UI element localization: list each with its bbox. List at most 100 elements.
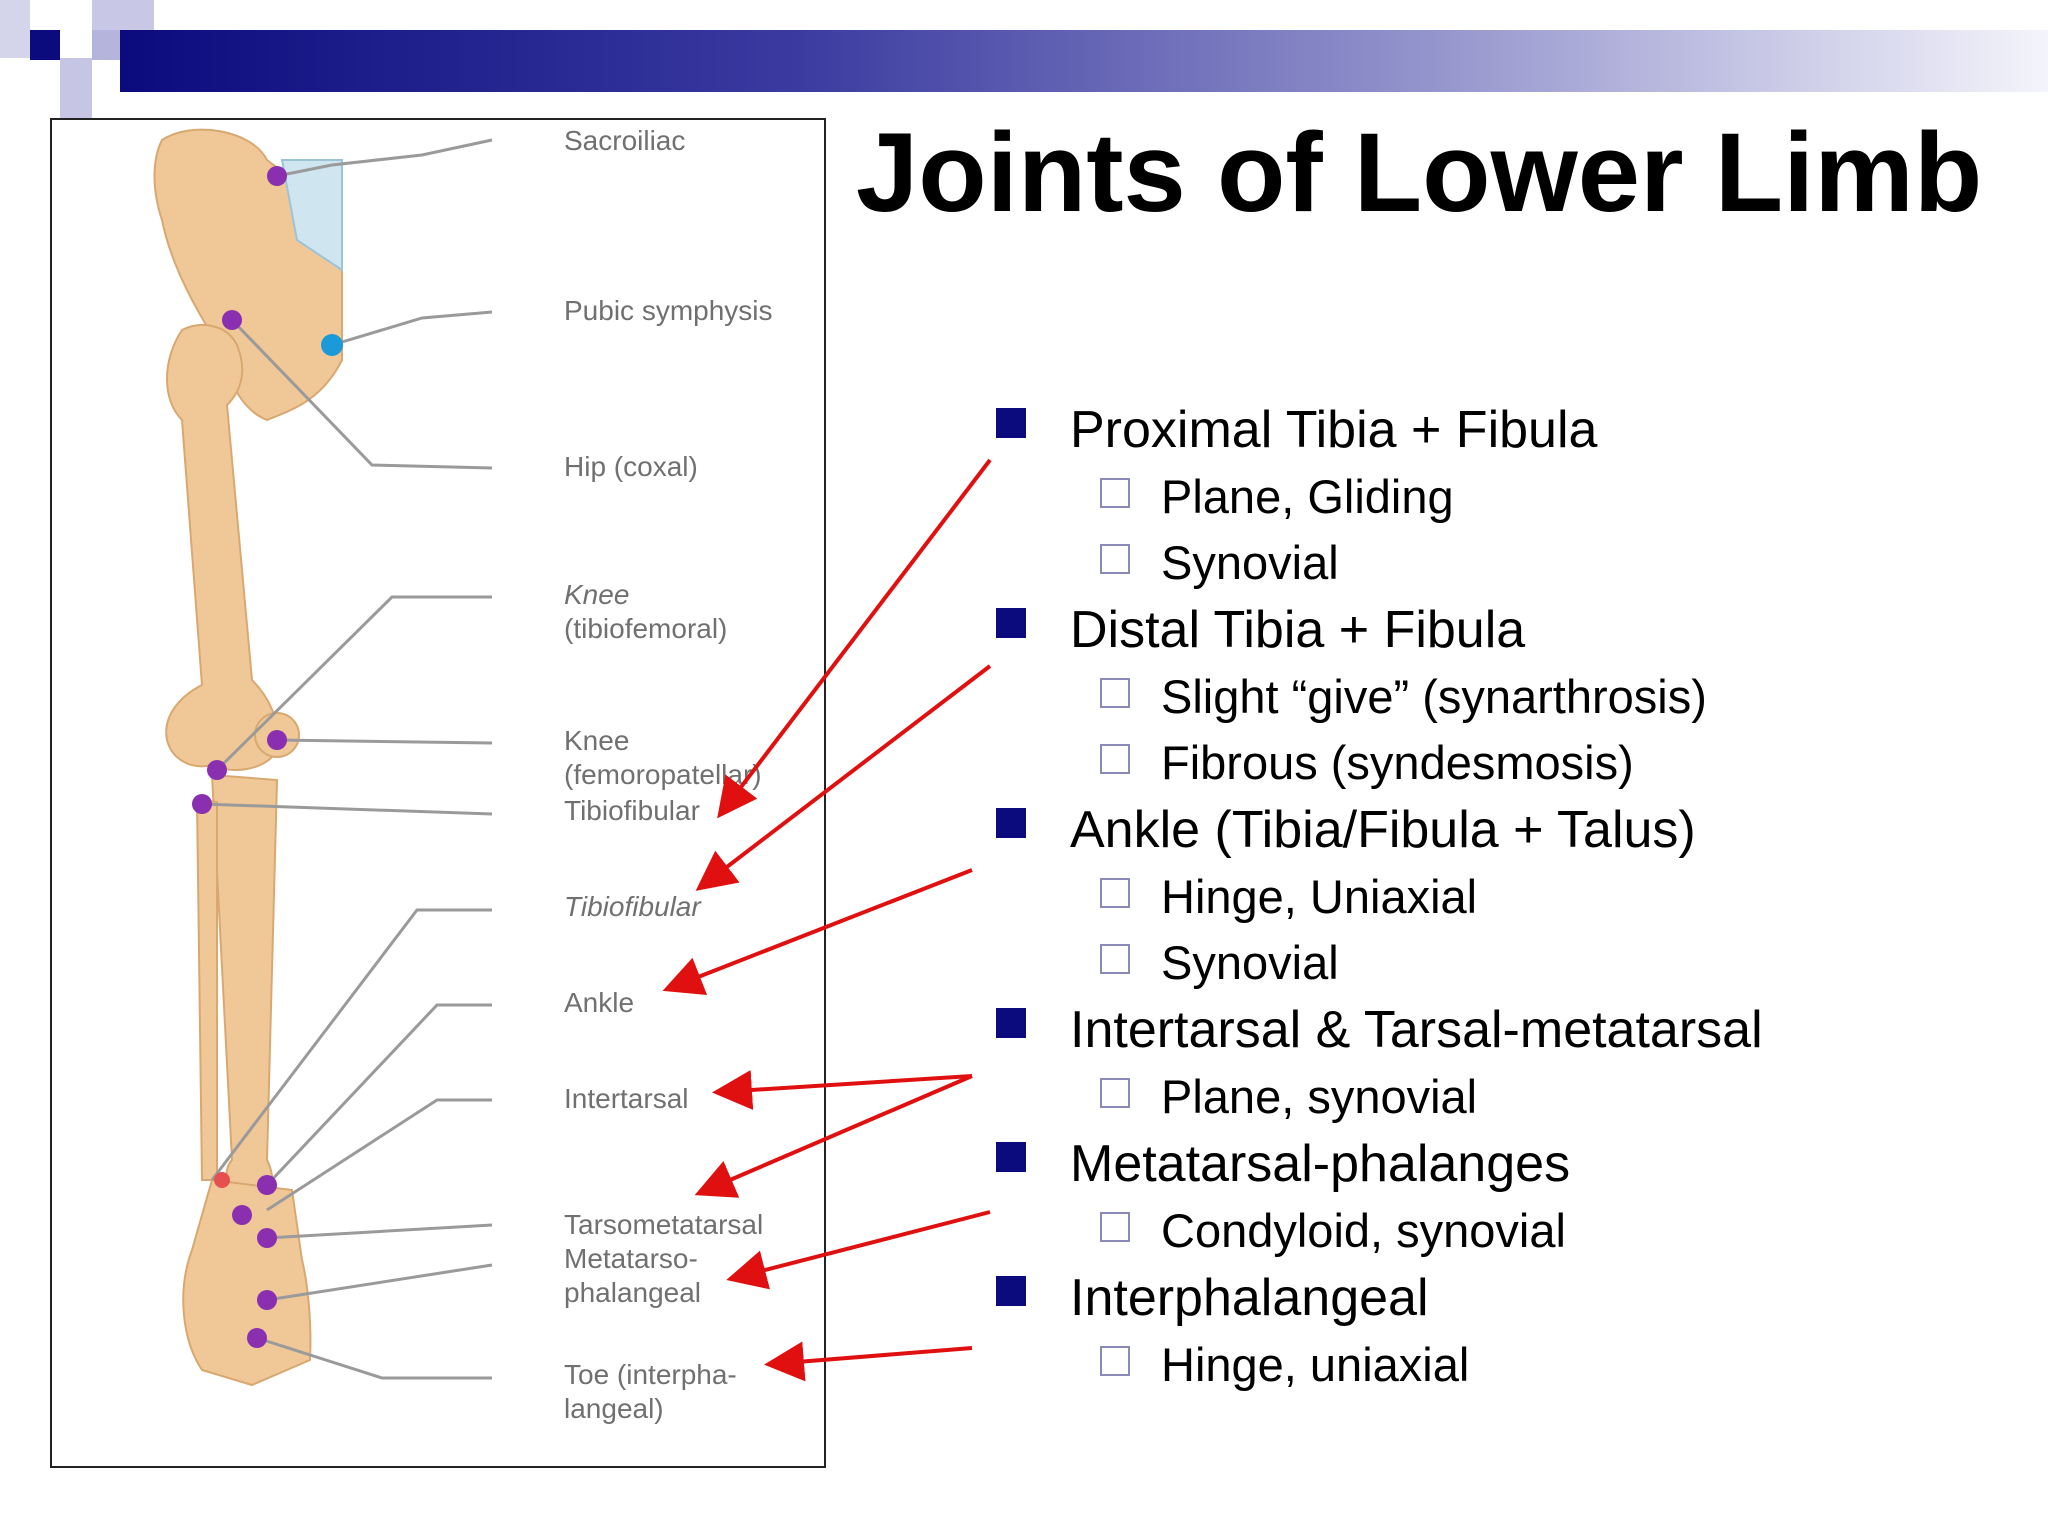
label-knee-tibiofemoral-sub: (tibiofemoral) <box>564 613 727 644</box>
leader-knee-femoropatellar <box>276 738 493 745</box>
label-knee-femoropatellar: Knee <box>564 725 629 756</box>
sub-bullet-text: Plane, synovial <box>1161 1070 1478 1123</box>
sub-bullet-item: Slight “give” (synarthrosis) <box>996 664 2036 730</box>
hollow-square-icon <box>1100 1078 1130 1108</box>
hollow-square-icon <box>1100 478 1130 508</box>
bullet-item: Interphalangeal <box>996 1264 2036 1332</box>
joint-dot-tibiofibular-distal <box>214 1172 230 1188</box>
sub-bullet-item: Hinge, uniaxial <box>996 1332 2036 1398</box>
bullet-square-icon <box>996 1142 1026 1172</box>
femur-bone <box>165 324 279 771</box>
leader-tarsometatarsal <box>266 1223 493 1240</box>
header-decor-square-light3 <box>92 30 122 60</box>
hollow-square-icon <box>1100 1346 1130 1376</box>
bullet-text: Ankle (Tibia/Fibula + Talus) <box>1070 801 1696 859</box>
bullet-item: Distal Tibia + Fibula <box>996 596 2036 664</box>
bullet-item: Intertarsal & Tarsal-metatarsal <box>996 996 2036 1064</box>
label-knee-femoropatellar-sub: (femoropatellar) <box>564 759 762 790</box>
sub-bullet-item: Hinge, Uniaxial <box>996 864 2036 930</box>
joint-dot-toe <box>247 1328 267 1348</box>
hollow-square-icon <box>1100 1212 1130 1242</box>
label-sacroiliac: Sacroiliac <box>564 125 685 156</box>
joint-dot-pubic <box>321 334 343 356</box>
hollow-square-icon <box>1100 544 1130 574</box>
leader-hip <box>230 318 493 470</box>
sub-bullet-text: Slight “give” (synarthrosis) <box>1161 670 1707 723</box>
hollow-square-icon <box>1100 944 1130 974</box>
sub-bullet-text: Synovial <box>1161 536 1339 589</box>
bullet-square-icon <box>996 1276 1026 1306</box>
bullet-item: Ankle (Tibia/Fibula + Talus) <box>996 796 2036 864</box>
joint-dot-hip <box>222 310 242 330</box>
label-toe-sub: langeal) <box>564 1393 664 1424</box>
sub-bullet-text: Plane, Gliding <box>1161 470 1454 523</box>
sub-bullet-item: Plane, synovial <box>996 1064 2036 1130</box>
leader-lines <box>201 138 493 1380</box>
joint-dot-knee-2 <box>267 730 287 750</box>
bullet-square-icon <box>996 808 1026 838</box>
joint-dot-ankle <box>257 1175 277 1195</box>
bullet-square-icon <box>996 608 1026 638</box>
bullet-square-icon <box>996 408 1026 438</box>
bullet-text: Intertarsal & Tarsal-metatarsal <box>1070 1001 1763 1059</box>
label-metatarsophalangeal-sub: phalangeal <box>564 1277 701 1308</box>
hollow-square-icon <box>1100 678 1130 708</box>
leader-tibiofibular-distal <box>210 908 492 1181</box>
header-decor-square-light2 <box>60 58 92 118</box>
joint-dot-knee-1 <box>207 760 227 780</box>
leader-pubic-symphysis <box>331 310 493 347</box>
leader-intertarsal <box>266 1098 492 1212</box>
sub-bullet-text: Hinge, uniaxial <box>1161 1338 1470 1391</box>
sub-bullet-item: Plane, Gliding <box>996 464 2036 530</box>
joint-bullet-list: Proximal Tibia + Fibula Plane, Gliding S… <box>996 396 2036 1398</box>
label-pubic-symphysis: Pubic symphysis <box>564 295 773 326</box>
joint-dot-intertarsal <box>232 1205 252 1225</box>
lower-limb-skeleton-diagram: Sacroiliac Pubic symphysis Hip (coxal) K… <box>153 125 773 1424</box>
label-metatarsophalangeal: Metatarso- <box>564 1243 698 1274</box>
joint-dot-tarsometatarsal <box>257 1228 277 1248</box>
fibula-bone <box>195 798 218 1181</box>
sub-bullet-text: Hinge, Uniaxial <box>1161 870 1478 923</box>
joint-dot-metatarsophalangeal <box>257 1290 277 1310</box>
leader-toe <box>256 1336 492 1380</box>
label-toe: Toe (interpha- <box>564 1359 737 1390</box>
label-tarsometatarsal: Tarsometatarsal <box>564 1209 763 1240</box>
sub-bullet-item: Synovial <box>996 530 2036 596</box>
sub-bullet-text: Condyloid, synovial <box>1161 1204 1566 1257</box>
sub-bullet-item: Synovial <box>996 930 2036 996</box>
sub-bullet-text: Synovial <box>1161 936 1339 989</box>
tibia-bone <box>210 773 279 1207</box>
leader-metatarsophalangeal <box>266 1263 493 1302</box>
bones <box>153 128 343 1387</box>
header-decor-square-light <box>0 0 30 58</box>
label-knee-tibiofemoral: Knee <box>564 579 629 610</box>
label-hip: Hip (coxal) <box>564 451 698 482</box>
label-ankle: Ankle <box>564 987 634 1018</box>
bullet-text: Interphalangeal <box>1070 1269 1429 1327</box>
joint-dots <box>192 166 343 1348</box>
bullet-item: Proximal Tibia + Fibula <box>996 396 2036 464</box>
sub-bullet-item: Fibrous (syndesmosis) <box>996 730 2036 796</box>
leader-sacroiliac <box>276 138 493 178</box>
label-tibiofibular-distal: Tibiofibular <box>564 891 702 922</box>
bullet-square-icon <box>996 1008 1026 1038</box>
slide-title: Joints of Lower Limb <box>856 110 1983 235</box>
label-intertarsal: Intertarsal <box>564 1083 689 1114</box>
figure-labels: Sacroiliac Pubic symphysis Hip (coxal) K… <box>564 125 773 1424</box>
hollow-square-icon <box>1100 878 1130 908</box>
joint-dot-tibiofibular <box>192 794 212 814</box>
hollow-square-icon <box>1100 744 1130 774</box>
joint-dot-sacroiliac <box>267 166 287 186</box>
sub-bullet-item: Condyloid, synovial <box>996 1198 2036 1264</box>
label-tibiofibular-proximal: Tibiofibular <box>564 795 700 826</box>
bullet-text: Proximal Tibia + Fibula <box>1070 401 1598 459</box>
bullet-item: Metatarsal-phalanges <box>996 1130 2036 1198</box>
bullet-text: Metatarsal-phalanges <box>1070 1135 1571 1193</box>
sacrum-bone <box>280 159 343 272</box>
leader-ankle <box>265 1003 492 1187</box>
bullet-text: Distal Tibia + Fibula <box>1070 601 1526 659</box>
header-decor-square-dark <box>30 30 60 60</box>
lower-limb-figure: Sacroiliac Pubic symphysis Hip (coxal) K… <box>50 118 826 1468</box>
header-gradient-bar <box>120 30 2048 92</box>
header-decor-square-mid <box>92 0 154 30</box>
